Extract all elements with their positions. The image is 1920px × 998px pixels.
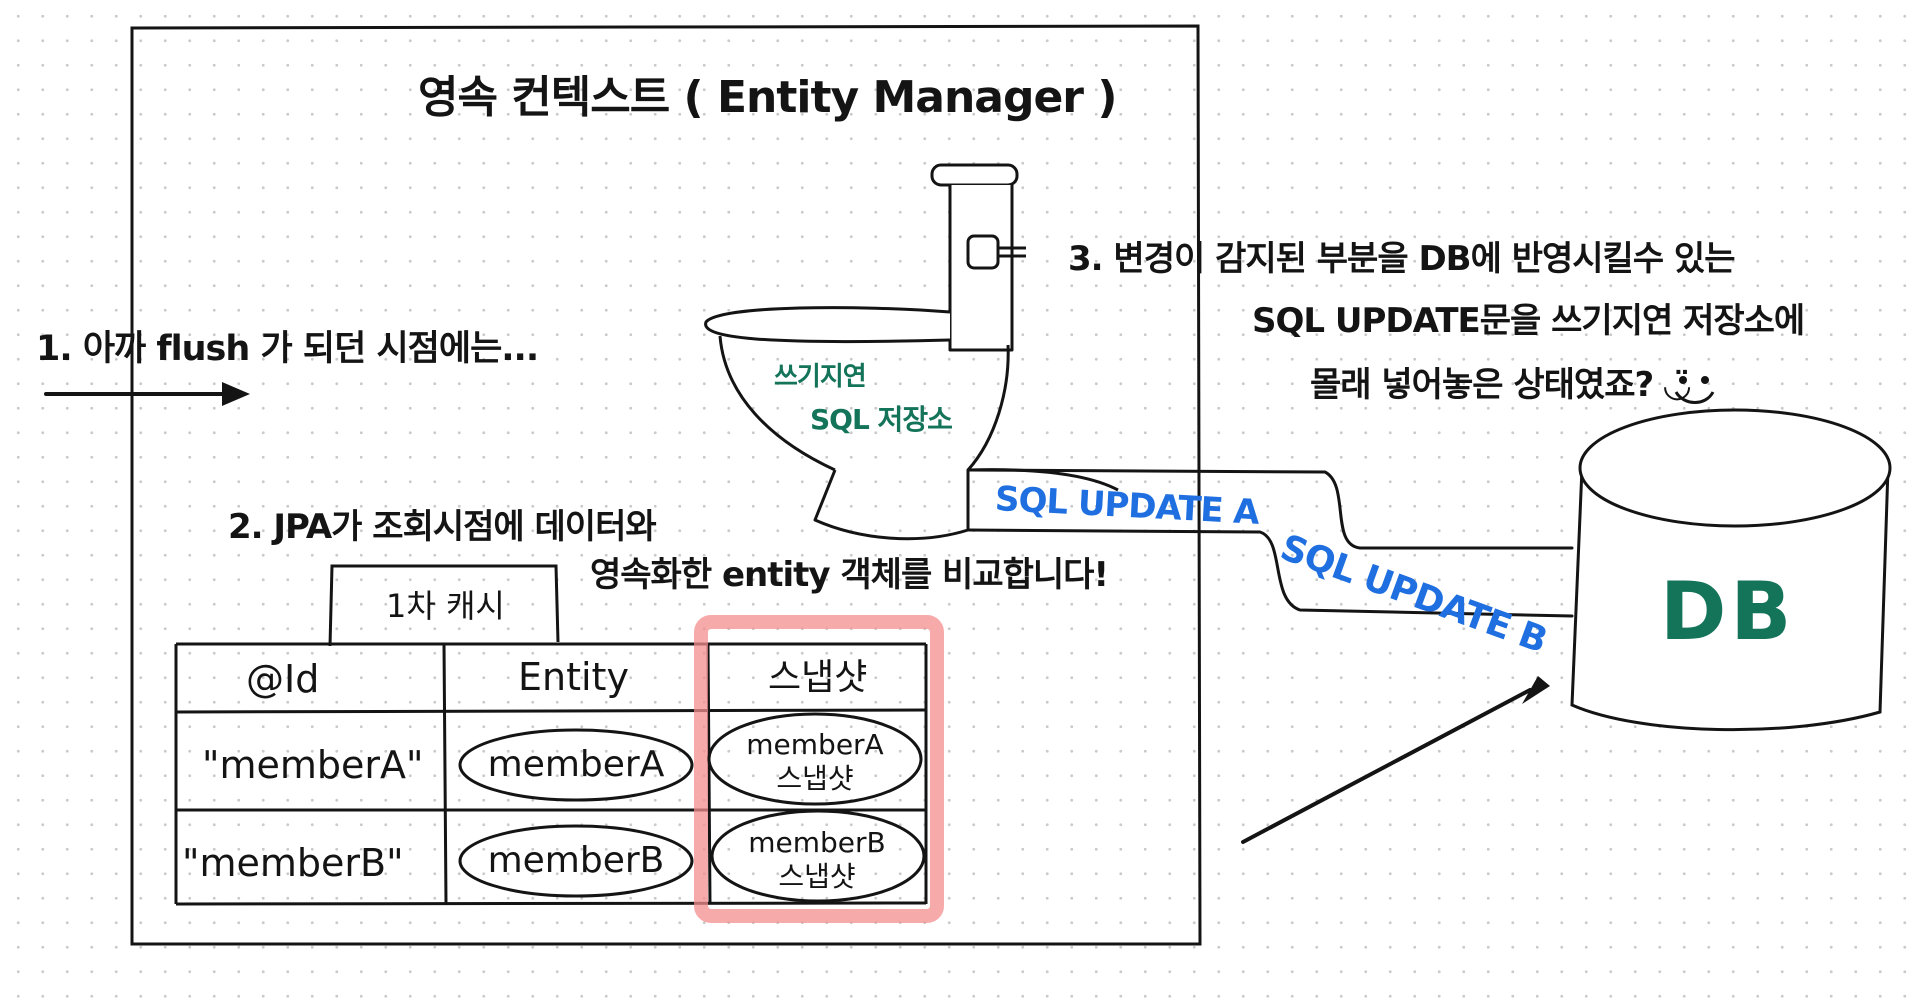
cache-title: 1차 캐시 xyxy=(386,587,505,625)
cache-tab xyxy=(328,564,560,647)
table-row-b-id: "memberB" xyxy=(182,841,404,885)
step-3-line-3: 몰래 넣어놓은 상태였죠? ◡̈ xyxy=(1310,365,1690,405)
step-3-line-2: SQL UPDATE문을 쓰기지연 저장소에 xyxy=(1252,301,1805,341)
table-row-a-id: "memberA" xyxy=(202,743,424,787)
db-label: DB xyxy=(1660,565,1796,658)
entity-ellipse-b xyxy=(458,824,694,898)
snapshot-ellipse-a xyxy=(707,712,923,806)
snapshot-ellipse-b xyxy=(710,809,926,903)
table-header-id: @Id xyxy=(246,657,320,701)
table-header-entity: Entity xyxy=(518,655,629,699)
step-3-line-1: 3. 변경이 감지된 부분을 DB에 반영시킬수 있는 xyxy=(1068,239,1735,279)
arrow-right-icon xyxy=(44,382,250,406)
toilet-label-line-2: SQL 저장소 xyxy=(810,403,953,436)
toilet-label-line-1: 쓰기지연 xyxy=(774,362,867,392)
persistence-context-box xyxy=(130,24,1202,946)
table-header-snapshot: 스냅샷 xyxy=(768,657,868,698)
arrow-to-db-icon xyxy=(1241,676,1550,844)
cache-table xyxy=(174,642,928,906)
step-2-line-1: 2. JPA가 조회시점에 데이터와 xyxy=(228,507,657,547)
table-row-b-snapshot-line-2: 스냅샷 xyxy=(778,860,856,893)
database-cylinder xyxy=(1570,408,1892,732)
table-row-a-entity: memberA xyxy=(487,744,665,785)
table-row-a-snapshot-line-2: 스냅샷 xyxy=(776,762,854,795)
table-row-b-entity: memberB xyxy=(487,840,665,881)
step-2-line-2: 영속화한 entity 객체를 비교합니다! xyxy=(590,555,1109,595)
table-row-a-snapshot-line-1: memberA xyxy=(746,728,884,761)
table-row-b-snapshot-line-1: memberB xyxy=(748,826,886,859)
smiley-icon xyxy=(1674,376,1715,404)
toilet-illustration xyxy=(704,163,1119,541)
snapshot-highlight xyxy=(694,615,944,923)
entity-ellipse-a xyxy=(458,728,694,802)
page-title: 영속 컨텍스트 ( Entity Manager ) xyxy=(418,72,1117,123)
step-1-text: 1. 아까 flush 가 되던 시점에는... xyxy=(36,329,539,369)
sql-pipe xyxy=(966,468,1574,618)
